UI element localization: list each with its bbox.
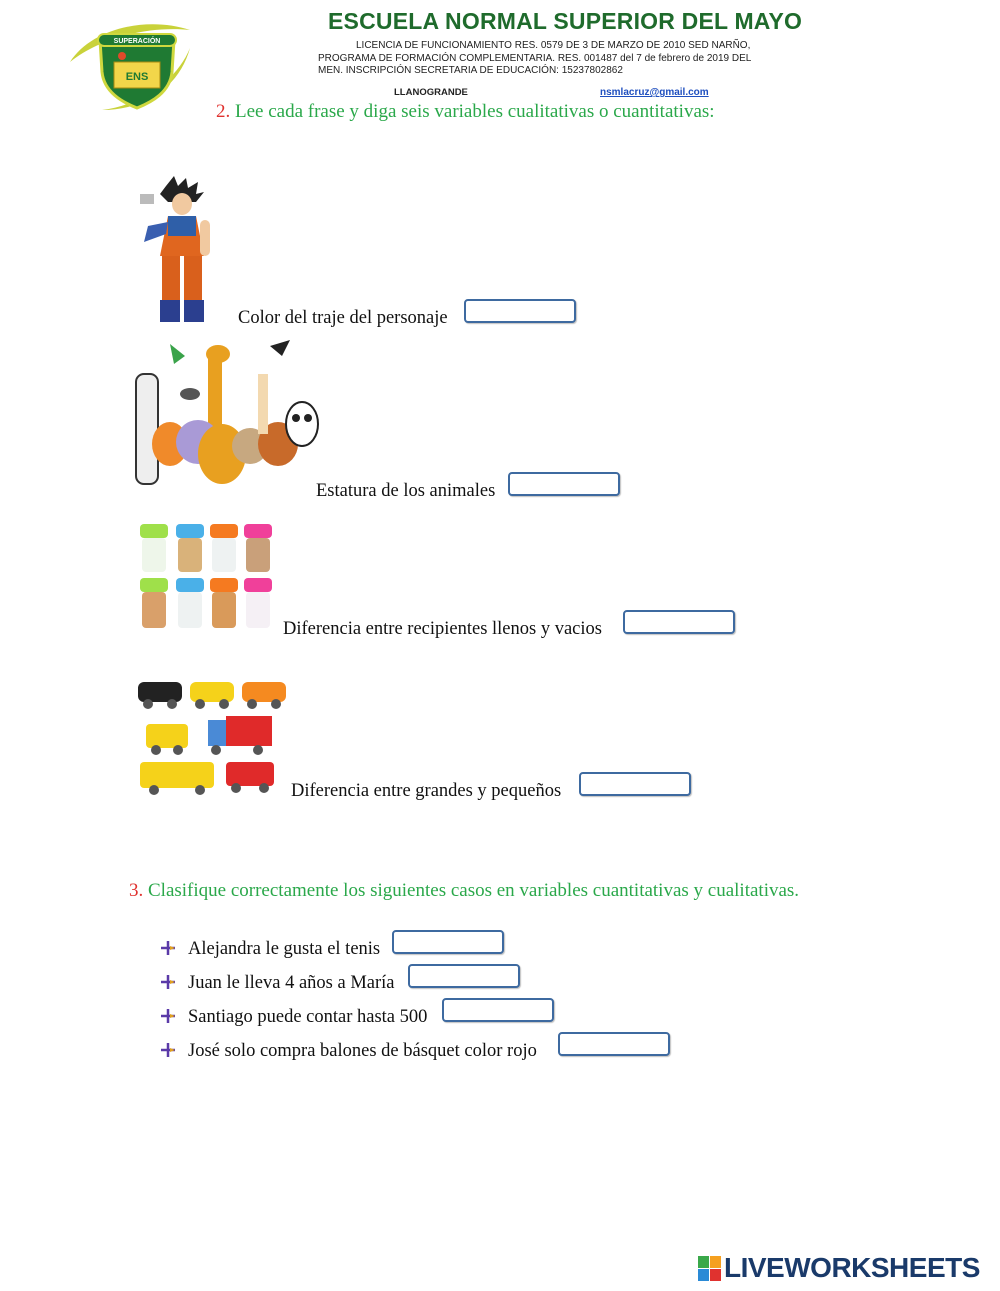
answer-box-3-3[interactable]: [442, 998, 554, 1022]
item-2-3-label: Diferencia entre recipientes llenos y va…: [283, 619, 602, 639]
license-line-3: MEN. INSCRIPCIÓN SECRETARIA DE EDUCACIÓN…: [318, 65, 623, 76]
license-info: LICENCIA DE FUNCIONAMIENTO RES. 0579 DE …: [318, 40, 768, 78]
answer-box-3-2[interactable]: [408, 964, 520, 988]
answer-box-2-3[interactable]: [623, 610, 735, 634]
logo-initials: ENS: [126, 71, 149, 83]
email-link[interactable]: nsmlacruz@gmail.com: [600, 87, 709, 98]
arrow-bullet-icon: [161, 941, 175, 955]
license-line-1: LICENCIA DE FUNCIONAMIENTO RES. 0579 DE …: [356, 40, 751, 51]
item-3-1-label: Alejandra le gusta el tenis: [188, 939, 381, 959]
location-label: LLANOGRANDE: [394, 87, 468, 98]
question-3-text: Clasifique correctamente los siguientes …: [143, 880, 800, 901]
item-3-4-label: José solo compra balones de básquet colo…: [188, 1041, 537, 1061]
question-2-title: 2. Lee cada frase y diga seis variables …: [216, 101, 715, 123]
school-logo: SUPERACIÓN ENS: [70, 24, 190, 110]
candy-jars-image: [140, 524, 272, 628]
answer-box-2-4[interactable]: [579, 772, 691, 796]
question-3-number: 3.: [129, 880, 144, 901]
school-name: ESCUELA NORMAL SUPERIOR DEL MAYO: [328, 8, 803, 34]
question-2-text: Lee cada frase y diga seis variables cua…: [230, 101, 715, 122]
arrow-bullet-icon: [161, 975, 175, 989]
license-line-2: PROGRAMA DE FORMACIÓN COMPLEMENTARIA. RE…: [318, 52, 752, 64]
arrow-bullet-icon: [161, 1043, 175, 1057]
answer-box-2-1[interactable]: [464, 299, 576, 323]
answer-box-3-1[interactable]: [392, 930, 504, 954]
liveworksheets-brand: LIVEWORKSHEETS: [724, 1252, 980, 1283]
answer-box-3-4[interactable]: [558, 1032, 670, 1056]
logo-banner-text: SUPERACIÓN: [114, 36, 161, 45]
item-2-1-label: Color del traje del personaje: [238, 308, 448, 328]
liveworksheets-badge-icon: [698, 1256, 722, 1282]
question-2-number: 2.: [216, 101, 231, 122]
animals-image: [135, 340, 319, 485]
arrow-bullet-icon: [161, 1009, 175, 1023]
question-3-title: 3. Clasifique correctamente los siguient…: [129, 880, 799, 902]
answer-box-2-2[interactable]: [508, 472, 620, 496]
item-2-2-label: Estatura de los animales: [316, 481, 496, 501]
anime-character-image: [140, 176, 210, 322]
vehicles-image: [138, 682, 286, 795]
item-2-4-label: Diferencia entre grandes y pequeños: [291, 781, 562, 801]
item-3-2-label: Juan le lleva 4 años a María: [188, 973, 395, 993]
item-3-3-label: Santiago puede contar hasta 500: [188, 1007, 428, 1027]
